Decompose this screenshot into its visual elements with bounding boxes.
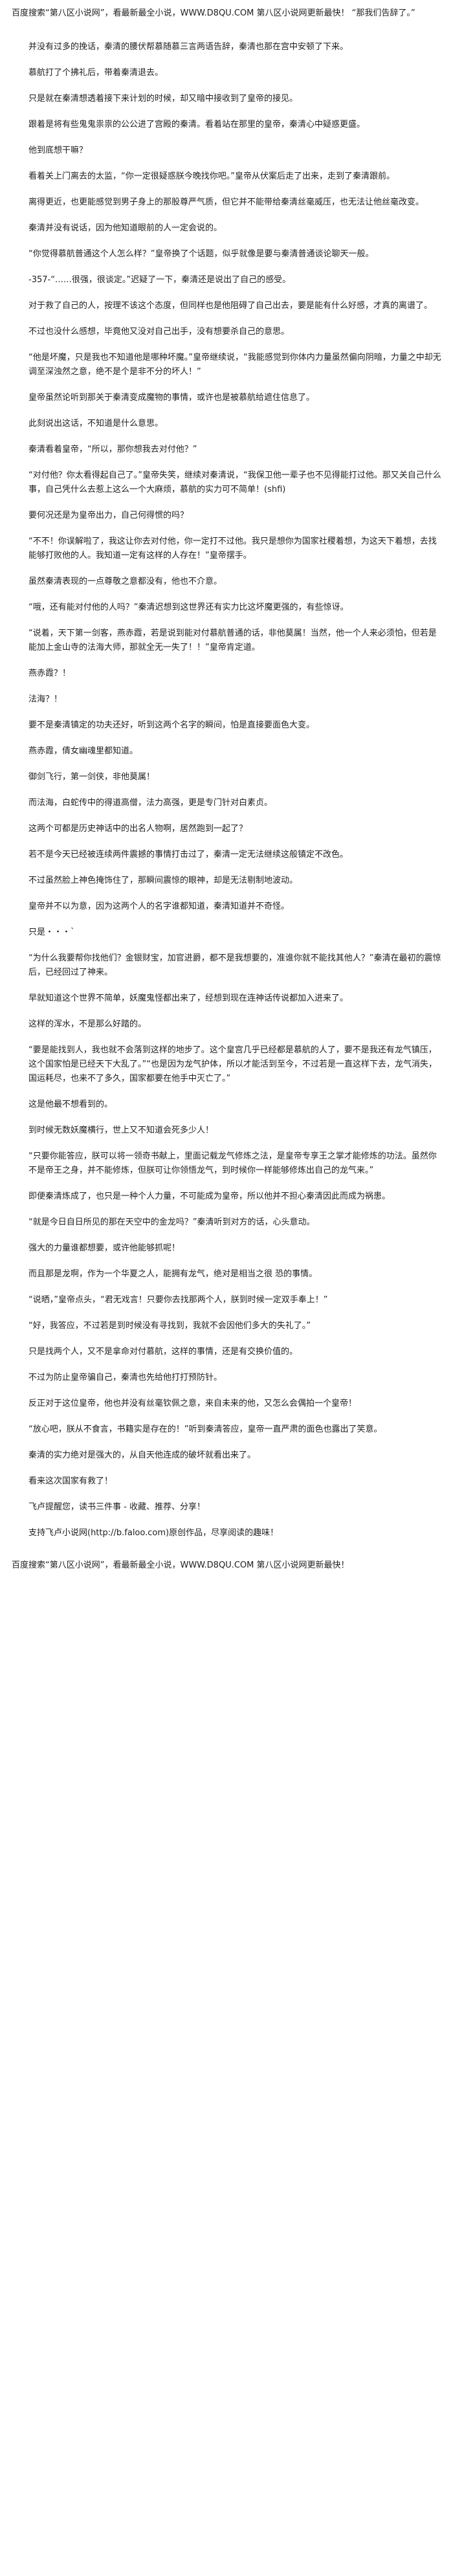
paragraph: “就是今日自日所见的那在天空中的金龙吗？”秦清听到对方的话，心头意动。	[28, 1217, 315, 1227]
paragraph: 不过为防止皇帝骗自己，秦清也先给他打打预防针。	[28, 1373, 223, 1382]
paragraph: 看来这次国家有救了！	[28, 1476, 113, 1486]
paragraph: 此刻说出这话，不知道是什么意思。	[28, 419, 164, 428]
paragraph: 秦清看着皇帝，“所以，那你想我去对付他？”	[28, 445, 197, 454]
paragraph: 飞卢提醒您，读书三件事 - 收藏、推荐、分享！	[28, 1502, 205, 1512]
paragraph: 到时候无数妖魔横行，世上又不知道会死多少人！	[28, 1126, 214, 1135]
paragraph: 秦清的实力绝对是强大的，从自天他连成的破坏就看出来了。	[28, 1450, 256, 1460]
paragraph: 跟着是将有些鬼鬼祟祟的公公进了宫殿的秦清。看着站在那里的皇帝，秦清心中疑惑更盛。	[28, 120, 366, 129]
paragraph: 对于救了自己的人，按理不该这个态度，但同样也是他阻碍了自己出去，要是能有什么好感…	[28, 301, 433, 311]
paragraph: -357-“……很强，很谈定。”迟疑了一下，秦清还是说出了自己的感受。	[28, 275, 291, 285]
paragraph: 反正对于这位皇帝，他也并没有丝毫钦佩之意，来自未来的他，又怎么会偶拍一个皇帝！	[28, 1399, 357, 1408]
paragraph: 只是・・・`	[28, 927, 75, 937]
paragraph: 要何况还是为皇帝出力，自己何得惯的吗？	[28, 511, 189, 520]
paragraph: “你觉得慕航普通这个人怎么样？”皇帝换了个话题，似乎就像是要与秦清普通谈论聊天一…	[28, 249, 374, 259]
paragraph: 皇帝虽然论听到那关于秦清变成魔物的事情，或许也是被慕航给遮住信息了。	[28, 393, 315, 403]
header-line: 百度搜索“第八区小说网”，看最新最全小说，WWW.D8QU.COM 第八区小说网…	[12, 8, 415, 18]
paragraph: 虽然秦清表现的一点尊敬之意都没有，他也不介意。	[28, 577, 223, 586]
paragraph: “他是坏魔，只是我也不知道他是哪种坏魔。”皇帝继续说，“我能感觉到你体内力量虽然…	[28, 353, 441, 377]
paragraph: 燕赤霞？！	[28, 669, 71, 678]
paragraph: 并没有过多的挽话，秦清的腰伏帮慕随慕三言两语告辞，秦清也那在宫中安顿了下来。	[28, 42, 349, 52]
paragraph: 离得更近，也更能感觉到男子身上的那股尊严气质，但它并不能带给秦清丝毫威压，也无法…	[28, 197, 425, 207]
paragraph: 这两个可都是历史神话中的出名人物啊，居然跑到一起了？	[28, 824, 248, 834]
chapter-body: 并没有过多的挽话，秦清的腰伏帮慕随慕三言两语告辞，秦清也那在宫中安顿了下来。慕航…	[12, 40, 441, 1540]
paragraph: “放心吧，朕从不食言，书籍实是存在的！”听到秦清答应，皇帝一直严肃的面色也露出了…	[28, 1425, 382, 1434]
paragraph: 看着关上门离去的太监，“你一定很疑惑朕今晚找你吧。”皇帝从伏案后走了出来，走到了…	[28, 172, 395, 181]
paragraph: 早就知道这个世界不简单，妖魔鬼怪都出来了，经想到现在连神话传说都加入进来了。	[28, 994, 349, 1003]
paragraph: 慕航打了个拂礼后，带着秦清退去。	[28, 68, 164, 78]
paragraph: 皇帝并不以为意，因为这两个人的名字谁都知道，秦清知道并不奇怪。	[28, 902, 290, 911]
paragraph: 御剑飞行，第一剑侠，非他莫属！	[28, 772, 155, 782]
paragraph: “说晒，”皇帝点头，“君无戏言！只要你去找那两个人，朕到时候一定双手奉上！”	[28, 1295, 328, 1305]
paragraph: “说着，天下第一剑客，燕赤霞，若是说到能对付慕航普通的话，非他莫属！当然，他一个…	[28, 628, 437, 652]
paragraph: 法海？！	[28, 694, 63, 704]
paragraph: 强大的力量谁都想要，或许他能够抓呢！	[28, 1243, 181, 1253]
paragraph: “哦，还有能对付他的人吗？”秦清迟想到这世界还有实力比这坏魔更强的，有些惊讶。	[28, 603, 349, 612]
paragraph: 若不是今天已经被连续两件震撼的事情打击过了，秦清一定无法继续这般镇定不改色。	[28, 850, 349, 860]
paragraph: 即便秦清炼成了，也只是一种个人力量，不可能成为皇帝，所以他并不担心秦清因此而成为…	[28, 1192, 391, 1201]
paragraph: 不过虽然脸上神色掩饰住了，那瞬间震惊的眼神，却是无法剔制地波动。	[28, 876, 298, 885]
paragraph: 不过也没什么感想，毕竟他又没对自己出手，没有想要杀自己的意思。	[28, 327, 290, 337]
paragraph: 他到底想干嘛？	[28, 146, 88, 155]
paragraph: 这样的浑水，不是那么好踏的。	[28, 1019, 147, 1029]
footer-line: 百度搜索“第八区小说网”，看最新最全小说，WWW.D8QU.COM 第八区小说网…	[12, 1560, 349, 1570]
paragraph: “不不！你误解啦了，我这让你去对付他，你一定打不过他。我只是想你为国家社稷着想，…	[28, 537, 437, 561]
paragraph: 只是就在秦清想透着接下来计划的时候，却又暗中接收到了皇帝的接见。	[28, 94, 298, 104]
paragraph: “好，我答应，不过若是到时候没有寻找到，我就不会因他们多大的失礼了。”	[28, 1321, 311, 1331]
paragraph: 这是他最不想看到的。	[28, 1100, 113, 1109]
paragraph: “要是能找到人，我也就不会落到这样的地步了。这个皇宫几乎已经都是慕航的人了，要不…	[28, 1045, 437, 1083]
paragraph: “只要你能答应，朕可以将一领奇书献上，里面记载龙气修炼之法，是皇帝专享王之掌才能…	[28, 1151, 437, 1175]
paragraph: 要不是秦清镇定的功夫还好，听到这两个名字的瞬间，怕是直接要面色大变。	[28, 720, 315, 730]
paragraph: 只是找两个人，又不是拿命对付慕航，这样的事情，还是有交换价值的。	[28, 1347, 298, 1357]
paragraph: 燕赤霞，倩女幽魂里都知道。	[28, 746, 138, 756]
paragraph: 支持飞卢小说网(http://b.faloo.com)原创作品，尽享阅读的趣味！	[28, 1528, 279, 1538]
paragraph: 而且那是龙啊，作为一个华夏之人，能拥有龙气，绝对是相当之很 恐的事情。	[28, 1269, 318, 1279]
paragraph: 秦清并没有说话，因为他知道眼前的人一定会说的。	[28, 223, 223, 233]
paragraph: 而法海，白蛇传中的得道高僧，法力高强，更是专门针对白素贞。	[28, 798, 273, 808]
paragraph: “对付他？你太看得起自己了。”皇帝失笑，继续对秦清说，“我保卫他一辈子也不见得能…	[28, 471, 441, 494]
paragraph: “为什么我要帮你找他们？金银财宝，加官进爵，都不是我想要的，准谁你就不能找其他人…	[28, 953, 441, 977]
